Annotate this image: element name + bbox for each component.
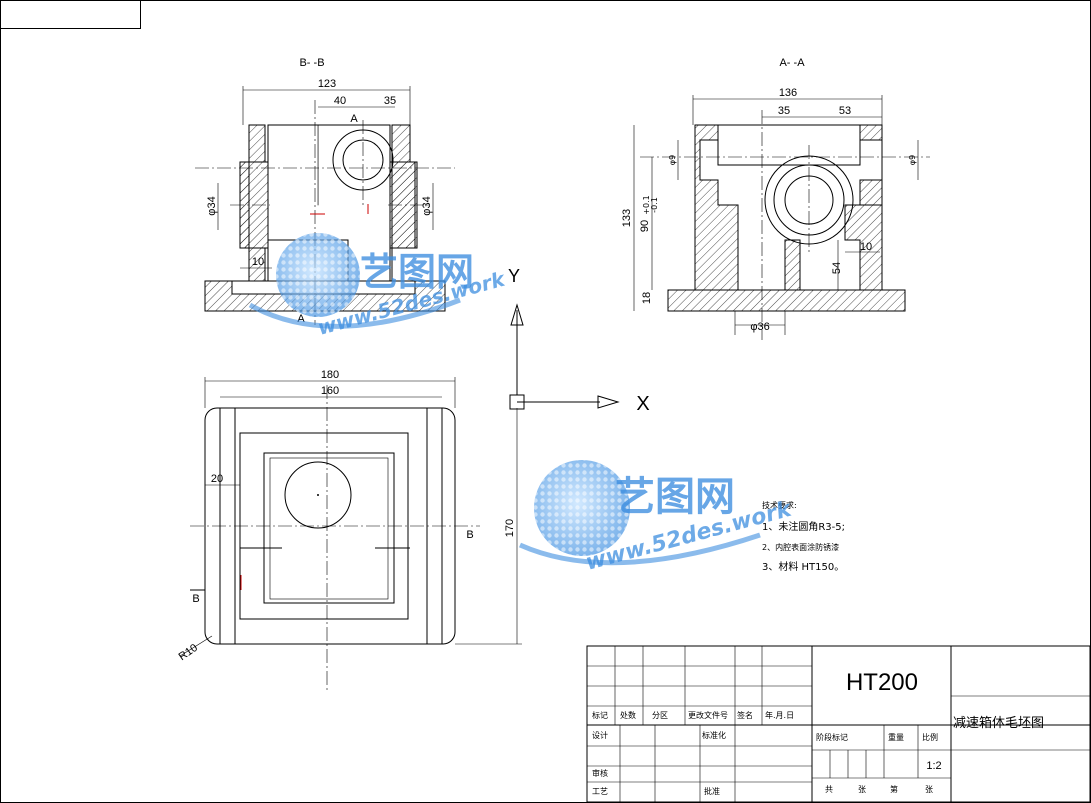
watermark-middle: 艺图网 www.52des.work <box>518 460 795 576</box>
coordinate-axes: X Y <box>508 266 650 415</box>
tb-total: 共 <box>825 785 833 794</box>
plan-dim-160: 160 <box>321 385 339 397</box>
bb-bore-inner <box>342 139 384 181</box>
tb-header-mark: 标记 <box>592 710 608 720</box>
tb-review: 审核 <box>592 768 608 778</box>
tb-header-zone: 分区 <box>652 711 668 720</box>
tb-standardize: 标准化 <box>702 730 726 740</box>
title-drawing-name: 减速箱体毛坯图 <box>953 715 1044 730</box>
aa-mid-rib <box>784 239 801 291</box>
section-aa-view: A- -A 136 35 53 φ9 φ9 133 90 +0.1 -0.1 1… <box>621 57 930 340</box>
plan-cut-b-right: B <box>466 529 473 541</box>
bb-dim-123: 123 <box>318 78 336 90</box>
aa-dim-10: 10 <box>860 241 872 253</box>
section-bb-title: B- -B <box>299 57 324 69</box>
tech-note-3: 3、材料 HT150。 <box>762 560 844 573</box>
tb-ratio: 比例 <box>922 732 938 742</box>
tb-process: 工艺 <box>592 787 608 796</box>
bb-cut-a-bottom: A <box>297 313 305 325</box>
aa-dim-136: 136 <box>779 87 797 99</box>
plan-dim-180: 180 <box>321 369 339 381</box>
tb-header-change-doc: 更改文件号 <box>688 710 728 720</box>
bb-dim-35: 35 <box>384 95 396 107</box>
aa-right-wall-top <box>859 124 883 206</box>
tech-notes: 技术要求: 1、未注圆角R3-5; 2、内腔表面涂防锈漆 3、材料 HT150。 <box>762 500 845 573</box>
aa-dim-53: 53 <box>839 105 851 117</box>
plan-view: 180 160 170 20 R10 B B <box>177 369 522 690</box>
corner-code-box <box>0 0 141 29</box>
plan-dim-170: 170 <box>504 519 516 537</box>
watermark-brand: 艺图网 <box>360 250 474 294</box>
aa-dim-133: 133 <box>621 209 633 227</box>
aa-dim-phi9-left: φ9 <box>668 155 677 165</box>
bb-cut-a-top: A <box>350 113 358 125</box>
aa-dim-35: 35 <box>778 105 790 117</box>
bb-dim-phi34-right: φ34 <box>421 196 433 215</box>
plan-dim-20: 20 <box>211 473 223 485</box>
tb-header-count: 处数 <box>620 710 636 720</box>
tb-stage-mark: 阶段标记 <box>816 732 848 742</box>
aa-dim-phi36: φ36 <box>750 321 769 333</box>
tb-approve: 批准 <box>704 786 720 796</box>
tb-header-date: 年.月.日 <box>765 710 794 720</box>
tb-header-sign: 签名 <box>737 710 753 720</box>
tb-design: 设计 <box>592 730 608 740</box>
bb-dim-40: 40 <box>334 95 346 107</box>
aa-base <box>667 289 906 312</box>
bb-dim-phi34-left: φ34 <box>206 196 218 215</box>
tb-page: 第 <box>890 784 898 794</box>
plan-bore-outer <box>284 461 352 529</box>
aa-dim-90: 90 <box>639 220 651 232</box>
aa-right-wall-low <box>844 204 883 291</box>
section-aa-title: A- -A <box>779 57 805 69</box>
axis-x-label: X <box>636 393 649 415</box>
watermark-top: 艺图网 www.52des.work <box>248 233 509 340</box>
tb-page-sheet: 张 <box>925 785 933 794</box>
aa-left-wall <box>694 124 739 291</box>
tech-notes-title: 技术要求: <box>762 500 797 510</box>
aa-dim-tol-lower: -0.1 <box>650 197 659 213</box>
plan-cut-b-left: B <box>192 593 199 605</box>
tb-weight: 重量 <box>888 732 904 742</box>
bb-dim-10: 10 <box>252 256 264 268</box>
aa-dim-phi9-right: φ9 <box>908 155 917 165</box>
aa-dim-54: 54 <box>831 262 843 274</box>
aa-dim-18: 18 <box>641 292 653 304</box>
aa-dim-tol-upper: +0.1 <box>642 195 651 214</box>
title-material: HT200 <box>846 669 918 696</box>
title-scale: 1:2 <box>926 760 941 772</box>
watermark-brand-2: 艺图网 <box>615 474 735 520</box>
tb-sheet: 张 <box>858 785 866 794</box>
title-block: HT200 减速箱体毛坯图 1:2 标记 处数 分区 更改文件号 签名 年.月.… <box>586 645 1091 803</box>
plan-dim-r10: R10 <box>177 642 200 663</box>
tech-note-1: 1、未注圆角R3-5; <box>762 520 845 533</box>
axis-y-label: Y <box>508 266 520 286</box>
tech-note-2: 2、内腔表面涂防锈漆 <box>762 542 839 552</box>
